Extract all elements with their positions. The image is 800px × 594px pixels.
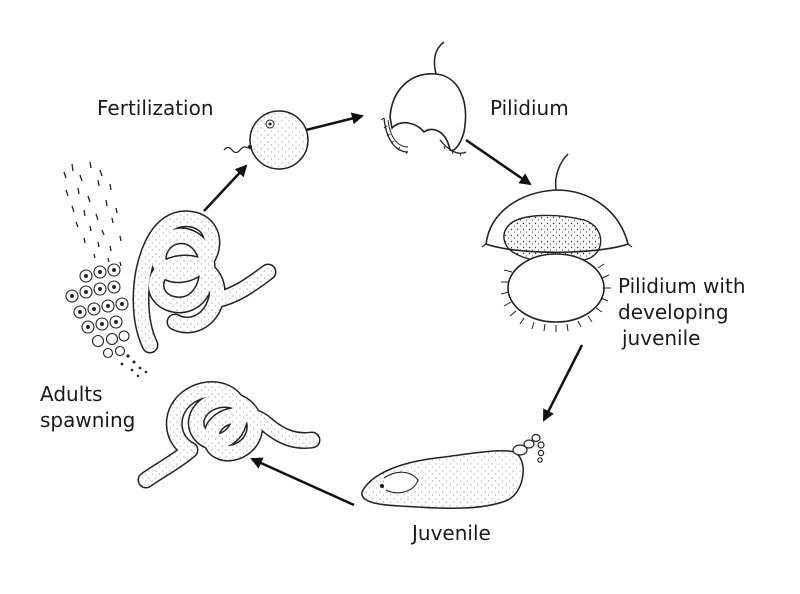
pilidium-label: Pilidium <box>490 96 569 120</box>
pilidium-with-juvenile-illustration <box>481 153 633 332</box>
pilidium-with-juvenile-label: Pilidium with developing juvenile <box>618 273 746 351</box>
sperm-tail <box>223 146 249 154</box>
spawned-gametes <box>63 161 148 378</box>
juvenile-tail <box>512 433 545 463</box>
cycle-arrows <box>203 112 584 507</box>
arrow-pilidium-to-juvenile <box>542 344 584 422</box>
juvenile-label: Juvenile <box>412 521 491 545</box>
fertilization-label: Fertilization <box>97 96 214 120</box>
lower-worm <box>137 381 321 489</box>
pilidium-with-juvenile-line-2: developing <box>618 300 729 324</box>
small-egg-trail <box>120 354 148 378</box>
adult-worms-illustration <box>132 210 321 489</box>
adults-spawning-line-1: Adults <box>40 382 103 406</box>
fertilized-egg-illustration <box>223 110 309 170</box>
juvenile-cilia <box>500 263 611 332</box>
egg-cluster <box>65 263 130 359</box>
sperm-cloud <box>63 161 122 267</box>
arrow-fertilization-to-pilidium <box>305 112 364 132</box>
juvenile-illustration <box>361 433 545 510</box>
adults-spawning-label: Adults spawning <box>40 381 135 433</box>
pilidium-illustration <box>380 41 467 157</box>
arrow-pilidium-to-juvenile-stage <box>465 138 532 186</box>
arrow-adults-to-fertilization <box>203 164 248 212</box>
pilidium-with-juvenile-line-1: Pilidium with <box>618 274 746 298</box>
arrow-juvenile-to-adults <box>250 457 355 507</box>
upper-worm <box>132 210 277 354</box>
adults-spawning-line-2: spawning <box>40 408 136 432</box>
pilidium-with-juvenile-line-3: juvenile <box>622 326 701 350</box>
